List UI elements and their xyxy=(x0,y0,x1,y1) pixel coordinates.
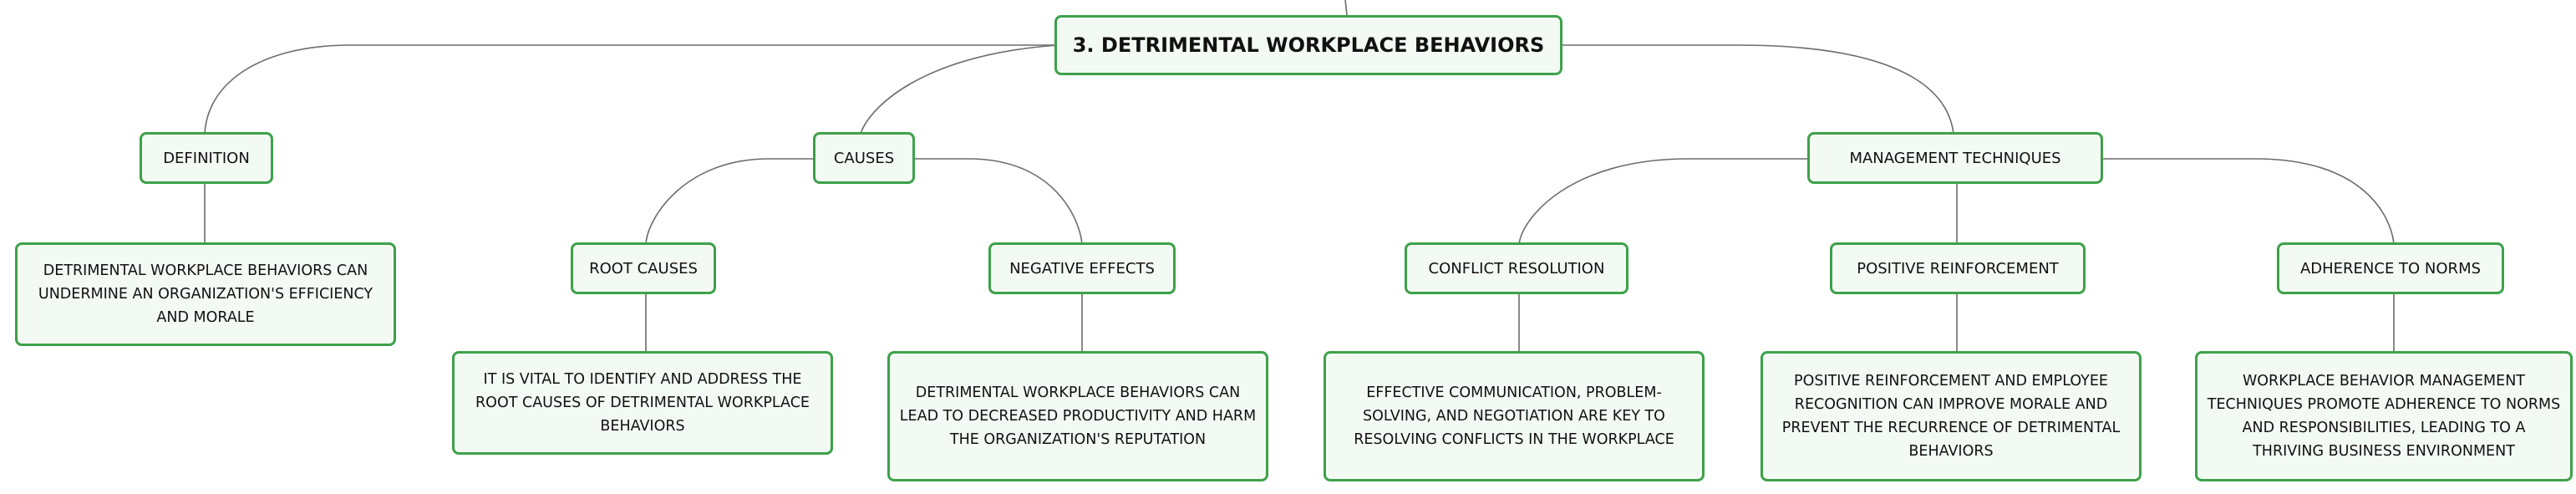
causes-node[interactable]: CAUSES xyxy=(813,132,915,184)
causes-label: CAUSES xyxy=(833,149,895,167)
root-causes-detail-node[interactable]: IT IS VITAL TO IDENTIFY AND ADDRESS THE … xyxy=(452,351,833,455)
conflict-resolution-detail-text: EFFECTIVE COMMUNICATION, PROBLEM-SOLVING… xyxy=(1354,385,1674,448)
connector-root-definition xyxy=(204,44,1058,135)
connector-causes-negeffects xyxy=(912,158,1083,245)
root-causes-label: ROOT CAUSES xyxy=(589,259,698,278)
connector-root-causes xyxy=(860,44,1059,135)
connector-root-management xyxy=(1559,44,1954,135)
definition-detail-text: DETRIMENTAL WORKPLACE BEHAVIORS CAN UNDE… xyxy=(38,262,373,326)
definition-detail-node[interactable]: DETRIMENTAL WORKPLACE BEHAVIORS CAN UNDE… xyxy=(15,242,396,346)
management-techniques-label: MANAGEMENT TECHNIQUES xyxy=(1849,149,2061,167)
positive-reinforcement-node[interactable]: POSITIVE REINFORCEMENT xyxy=(1830,242,2086,294)
root-node[interactable]: 3. DETRIMENTAL WORKPLACE BEHAVIORS xyxy=(1054,15,1562,75)
negative-effects-detail-node[interactable]: DETRIMENTAL WORKPLACE BEHAVIORS CAN LEAD… xyxy=(887,351,1268,481)
positive-reinforcement-label: POSITIVE REINFORCEMENT xyxy=(1857,259,2059,278)
root-causes-detail-text: IT IS VITAL TO IDENTIFY AND ADDRESS THE … xyxy=(475,371,810,435)
positive-reinforcement-detail-node[interactable]: POSITIVE REINFORCEMENT AND EMPLOYEE RECO… xyxy=(1761,351,2142,481)
connector-mgmt-conflict xyxy=(1518,158,1811,245)
connector-parent-root xyxy=(1344,0,1348,16)
adherence-to-norms-label: ADHERENCE TO NORMS xyxy=(2299,259,2482,278)
root-causes-node[interactable]: ROOT CAUSES xyxy=(571,242,716,294)
negative-effects-detail-text: DETRIMENTAL WORKPLACE BEHAVIORS CAN LEAD… xyxy=(899,385,1257,448)
conflict-resolution-detail-node[interactable]: EFFECTIVE COMMUNICATION, PROBLEM-SOLVING… xyxy=(1324,351,1705,481)
negative-effects-node[interactable]: NEGATIVE EFFECTS xyxy=(988,242,1176,294)
adherence-to-norms-node[interactable]: ADHERENCE TO NORMS xyxy=(2277,242,2504,294)
connector-mgmt-adherence xyxy=(2100,158,2395,245)
conflict-resolution-node[interactable]: CONFLICT RESOLUTION xyxy=(1405,242,1628,294)
adherence-detail-node[interactable]: WORKPLACE BEHAVIOR MANAGEMENT TECHNIQUES… xyxy=(2195,351,2573,481)
conflict-resolution-label: CONFLICT RESOLUTION xyxy=(1428,259,1605,278)
adherence-detail-text: WORKPLACE BEHAVIOR MANAGEMENT TECHNIQUES… xyxy=(2207,373,2561,460)
root-label: 3. DETRIMENTAL WORKPLACE BEHAVIORS xyxy=(1072,33,1545,57)
negative-effects-label: NEGATIVE EFFECTS xyxy=(1009,259,1155,278)
management-techniques-node[interactable]: MANAGEMENT TECHNIQUES xyxy=(1807,132,2103,184)
connector-causes-rootcauses xyxy=(645,158,816,245)
definition-node[interactable]: DEFINITION xyxy=(140,132,273,184)
positive-reinforcement-detail-text: POSITIVE REINFORCEMENT AND EMPLOYEE RECO… xyxy=(1781,373,2121,460)
definition-label: DEFINITION xyxy=(163,149,250,167)
